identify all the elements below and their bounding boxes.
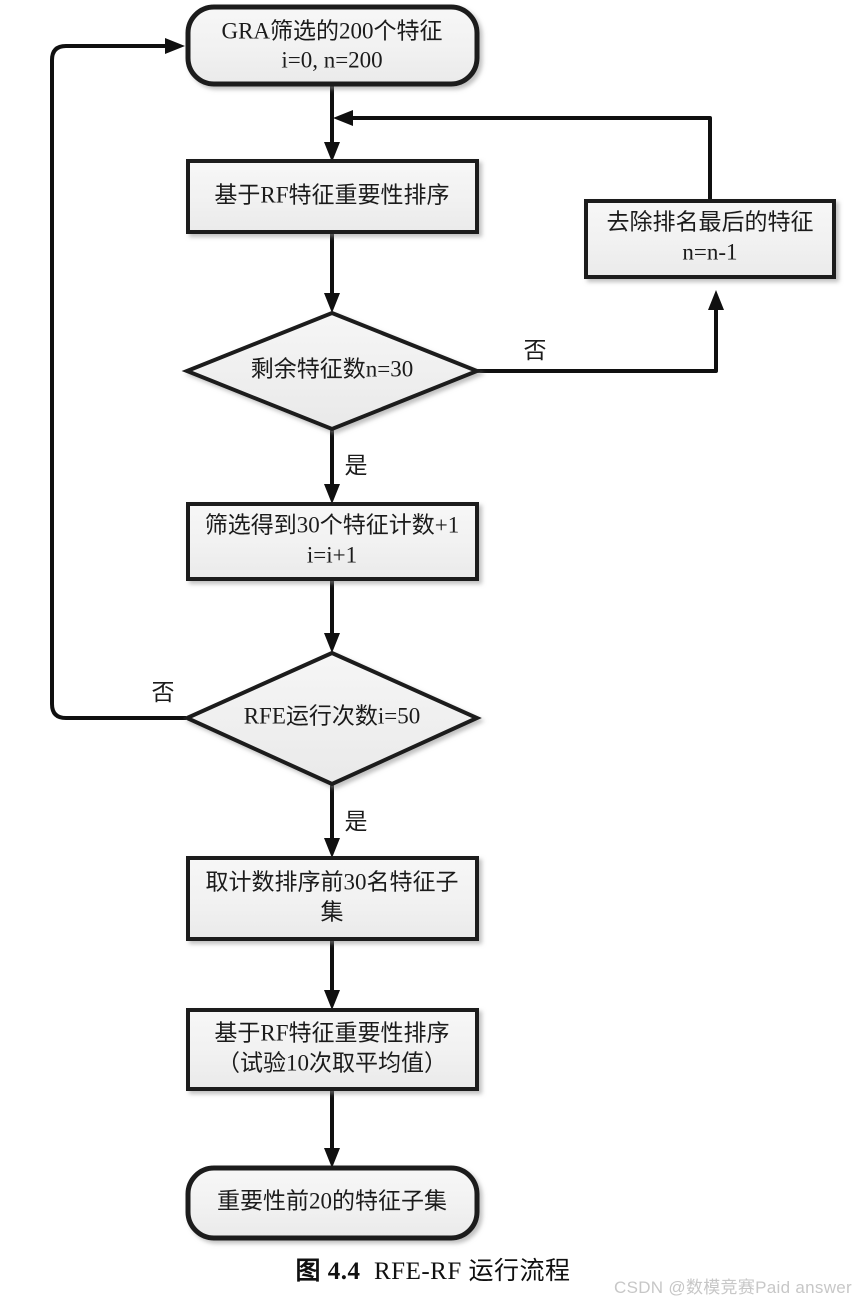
figure-caption-text: RFE-RF 运行流程 (374, 1258, 571, 1285)
node-count-plus-line2: i=i+1 (307, 542, 357, 567)
csdn-watermark: CSDN @数模竞赛Paid answer (614, 1278, 852, 1297)
edge-rankavg-to-end (324, 1089, 340, 1168)
node-check-n[interactable]: 剩余特征数n=30 (181, 310, 483, 432)
node-remove-last-line2: n=n-1 (682, 239, 737, 264)
node-rank-rf[interactable]: 基于RF特征重要性排序 (186, 159, 479, 234)
edge-label-checkn-no: 否 (524, 338, 547, 363)
node-end[interactable]: 重要性前20的特征子集 (185, 1165, 480, 1241)
node-rank-rf-line1: 基于RF特征重要性排序 (214, 182, 449, 207)
node-top30-line1: 取计数排序前30名特征子 (206, 869, 459, 894)
edge-top30-to-rankavg (324, 939, 340, 1010)
edge-label-checki-no: 否 (152, 680, 175, 705)
edge-checki-no-to-start (50, 38, 186, 720)
edge-label-checki-yes: 是 (345, 809, 368, 834)
node-start-line1: GRA筛选的200个特征 (221, 18, 442, 43)
edge-checkn-no-to-remove (477, 290, 724, 373)
node-start-line2: i=0, n=200 (281, 47, 382, 72)
node-count-plus[interactable]: 筛选得到30个特征计数+1 i=i+1 (186, 502, 479, 581)
node-check-n-line1: 剩余特征数n=30 (251, 356, 413, 381)
edge-label-checkn-yes: 是 (345, 453, 368, 478)
node-rank-rf-avg[interactable]: 基于RF特征重要性排序 （试验10次取平均值） (186, 1008, 479, 1091)
node-top30-line2: 集 (321, 899, 344, 924)
node-top30[interactable]: 取计数排序前30名特征子 集 (186, 856, 479, 941)
node-rank-rf-avg-line1: 基于RF特征重要性排序 (214, 1020, 449, 1045)
figure-caption: 图 4.4 RFE-RF 运行流程 (0, 1251, 866, 1287)
node-remove-last-line1: 去除排名最后的特征 (607, 209, 814, 234)
node-count-plus-line1: 筛选得到30个特征计数+1 (205, 512, 459, 537)
node-end-line1: 重要性前20的特征子集 (217, 1188, 447, 1213)
figure-caption-number: 图 4.4 (295, 1258, 361, 1285)
node-check-i[interactable]: RFE运行次数i=50 (182, 650, 482, 787)
node-remove-last[interactable]: 去除排名最后的特征 n=n-1 (584, 199, 836, 279)
node-check-i-line1: RFE运行次数i=50 (244, 703, 421, 728)
node-rank-rf-avg-line2: （试验10次取平均值） (217, 1050, 447, 1075)
edge-checki-yes-to-top30 (324, 785, 340, 858)
edge-count-to-checki (324, 579, 340, 653)
edge-remove-to-rank-loop (333, 110, 712, 200)
edge-checkn-yes-to-count (324, 430, 340, 504)
node-start[interactable]: GRA筛选的200个特征 i=0, n=200 (185, 4, 480, 87)
edge-start-to-rank (324, 84, 340, 162)
edge-rank-to-checkn (324, 232, 340, 313)
